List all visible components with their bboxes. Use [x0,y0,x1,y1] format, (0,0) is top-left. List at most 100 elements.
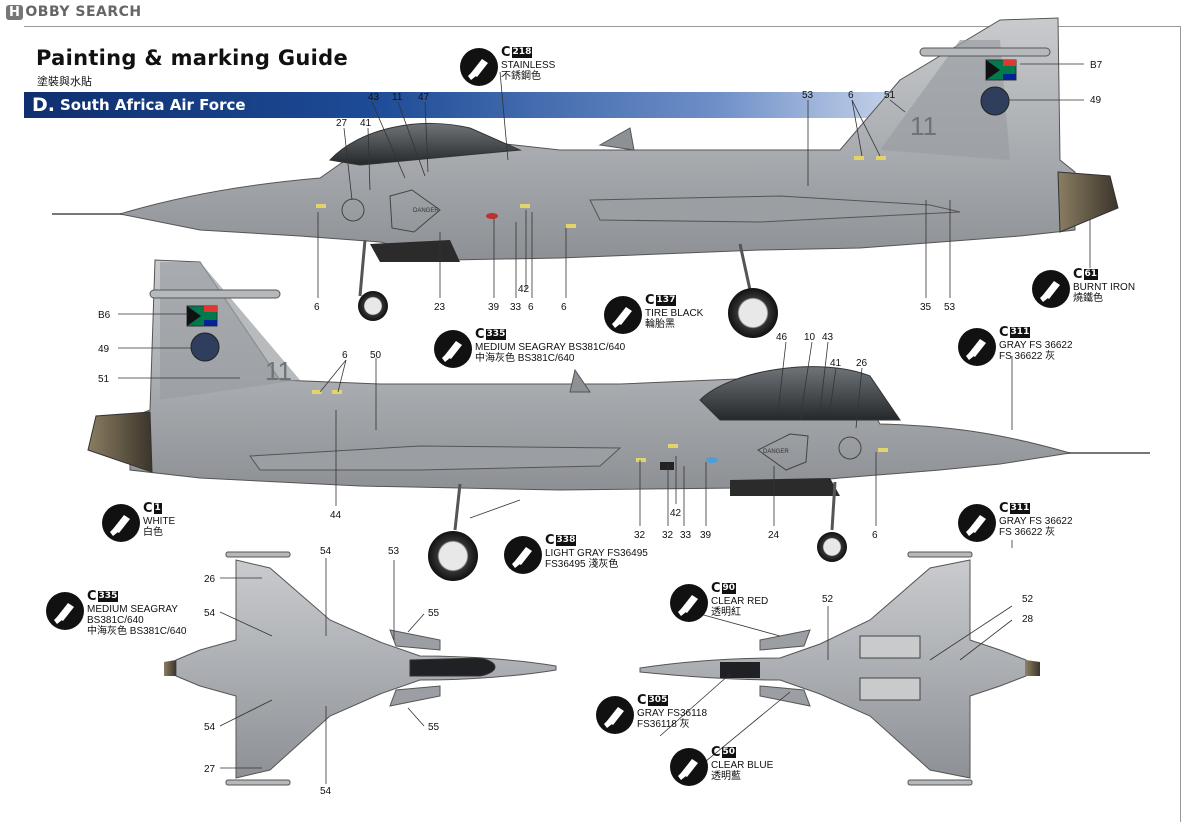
marker-B7: B7 [1090,60,1103,71]
marker-49: 49 [98,344,110,355]
paint-code: 218 [511,47,533,58]
paintbrush-icon [1032,270,1070,308]
marker-26: 26 [204,574,216,585]
paint-letter: C [87,589,97,604]
paintbrush-icon [670,748,708,786]
paintbrush-icon [434,330,472,368]
marker-24: 24 [768,530,780,541]
marker-6: 6 [848,90,854,101]
marker-11: 11 [392,92,403,103]
paint-letter: C [711,581,721,596]
paint-letter: C [501,45,511,60]
section-band [24,92,1014,118]
marker-53: 53 [802,90,814,101]
marker-51: 51 [884,90,896,101]
paintbrush-icon [46,592,84,630]
paint-name: CLEAR BLUE [711,760,774,771]
marker-32: 32 [662,530,674,541]
paintbrush-icon [670,584,708,622]
marker-33: 33 [680,530,692,541]
marker-33: 33 [510,302,522,313]
paint-name: MEDIUM SEAGRAY [87,604,178,615]
marker-49: 49 [1090,95,1102,106]
paint-letter: C [1073,267,1083,282]
side-view-right: 11 DANGER [87,259,1150,581]
paintbrush-icon [460,48,498,86]
paint-letter: C [545,533,555,548]
paint-name: GRAY FS36118 [637,708,708,719]
paint-letter: C [143,501,153,516]
paintbrush-icon [958,504,996,542]
top-view [164,551,557,786]
stencil-danger-2: DANGER [763,449,789,455]
marker-6: 6 [528,302,534,313]
marker-B6: B6 [98,310,111,321]
marker-47: 47 [418,92,430,103]
paint-name: TIRE BLACK [645,308,704,319]
paint-name-zh: 不銹鋼色 [501,71,541,82]
marker-51: 51 [98,374,110,385]
side-view-left: 11 DANGER [52,17,1119,338]
paint-name-zh: 透明紅 [711,607,741,618]
marker-6: 6 [314,302,320,313]
paint-code: 1 [153,503,162,514]
paint-code: 137 [655,295,677,306]
svg-text:11: 11 [265,356,292,386]
marker-39: 39 [488,302,500,313]
page-subtitle: 塗裝與水貼 [37,76,92,88]
marker-50: 50 [370,350,382,361]
paint-name: LIGHT GRAY FS36495 [545,548,648,559]
paint-letter: C [637,693,647,708]
marker-53: 53 [388,546,400,557]
paint-name: BURNT IRON [1073,282,1136,293]
paint-name-zh: 中海灰色 BS381C/640 [475,353,575,364]
paint-name-zh: 燒鐵色 [1073,293,1103,304]
marker-52: 52 [1022,594,1034,605]
marker-55: 55 [428,722,440,733]
marker-54: 54 [204,722,216,733]
stencil-danger-1: DANGER [413,208,439,214]
marker-55: 55 [428,608,440,619]
svg-text:11: 11 [910,111,937,141]
paint-name-zh: FS36118 灰 [637,719,690,730]
paint-letter: C [711,745,721,760]
marker-42: 42 [518,284,530,295]
marker-41: 41 [830,358,842,369]
marker-23: 23 [434,302,446,313]
bottom-view [639,551,1040,786]
watermark-badge: H [6,5,24,20]
marker-53: 53 [944,302,956,313]
marker-44: 44 [330,510,342,521]
section-letter: D. [32,94,55,116]
marker-42: 42 [670,508,682,519]
marker-54: 54 [204,608,216,619]
marker-28: 28 [1022,614,1034,625]
paint-name: MEDIUM SEAGRAY BS381C/640 [475,342,626,353]
paint-name-zh: 白色 [143,527,163,538]
paint-name: CLEAR RED [711,596,769,607]
paintbrush-icon [504,536,542,574]
marker-39: 39 [700,530,712,541]
marker-32: 32 [634,530,646,541]
marker-46: 46 [776,332,788,343]
paint-code: 311 [1009,503,1031,514]
paint-name-zh: FS 36622 灰 [999,351,1056,362]
marker-27: 27 [336,118,348,129]
marker-43: 43 [368,92,380,103]
marker-10: 10 [804,332,816,343]
